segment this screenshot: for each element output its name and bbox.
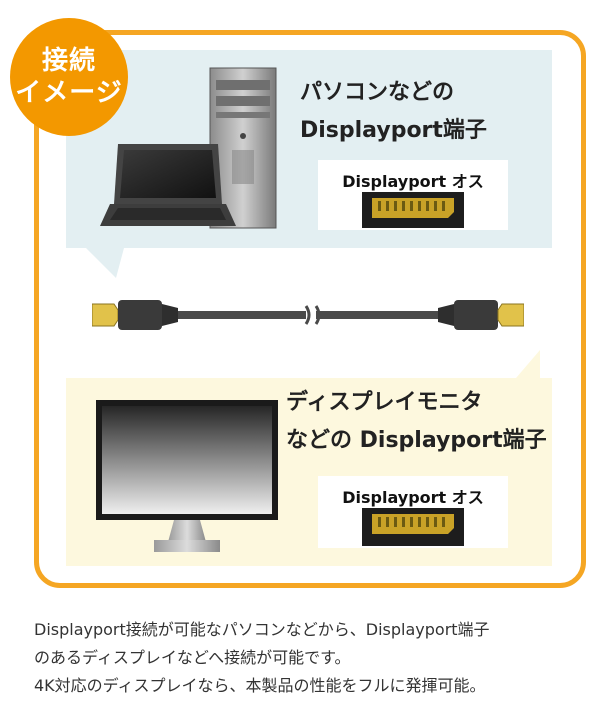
displayport-cable-illustration: [92, 300, 524, 330]
badge-line2: イメージ: [15, 78, 123, 108]
badge-line1: 接続: [41, 46, 96, 76]
bottom-plug-label: Displayport オス: [342, 488, 484, 507]
bottom-heading: ディスプレイモニタ などの Displayport端子: [286, 384, 547, 460]
top-heading-line1: パソコンなどの: [300, 80, 455, 105]
bottom-plug-box: Displayport オス: [318, 476, 508, 548]
description-line1: Displayport接続が可能なパソコンなどから、Displayport端子: [34, 620, 490, 639]
monitor-illustration: [96, 400, 278, 552]
description: Displayport接続が可能なパソコンなどから、Displayport端子 …: [34, 616, 594, 700]
top-plug-box: Displayport オス: [318, 160, 508, 230]
displayport-male-icon: [362, 192, 464, 228]
top-plug-label: Displayport オス: [342, 172, 484, 191]
pc-laptop-illustration: [100, 67, 277, 229]
displayport-male-icon: [362, 508, 464, 546]
bottom-heading-line2: などの Displayport端子: [286, 428, 547, 453]
bottom-heading-line1: ディスプレイモニタ: [286, 390, 483, 415]
top-heading: パソコンなどの Displayport端子: [300, 74, 487, 150]
description-line3: 4K対応のディスプレイなら、本製品の性能をフルに発揮可能。: [34, 676, 486, 695]
top-heading-line2: Displayport端子: [300, 118, 487, 143]
connection-image-badge: 接続 イメージ: [10, 18, 128, 136]
description-line2: のあるディスプレイなどへ接続が可能です。: [34, 648, 351, 667]
